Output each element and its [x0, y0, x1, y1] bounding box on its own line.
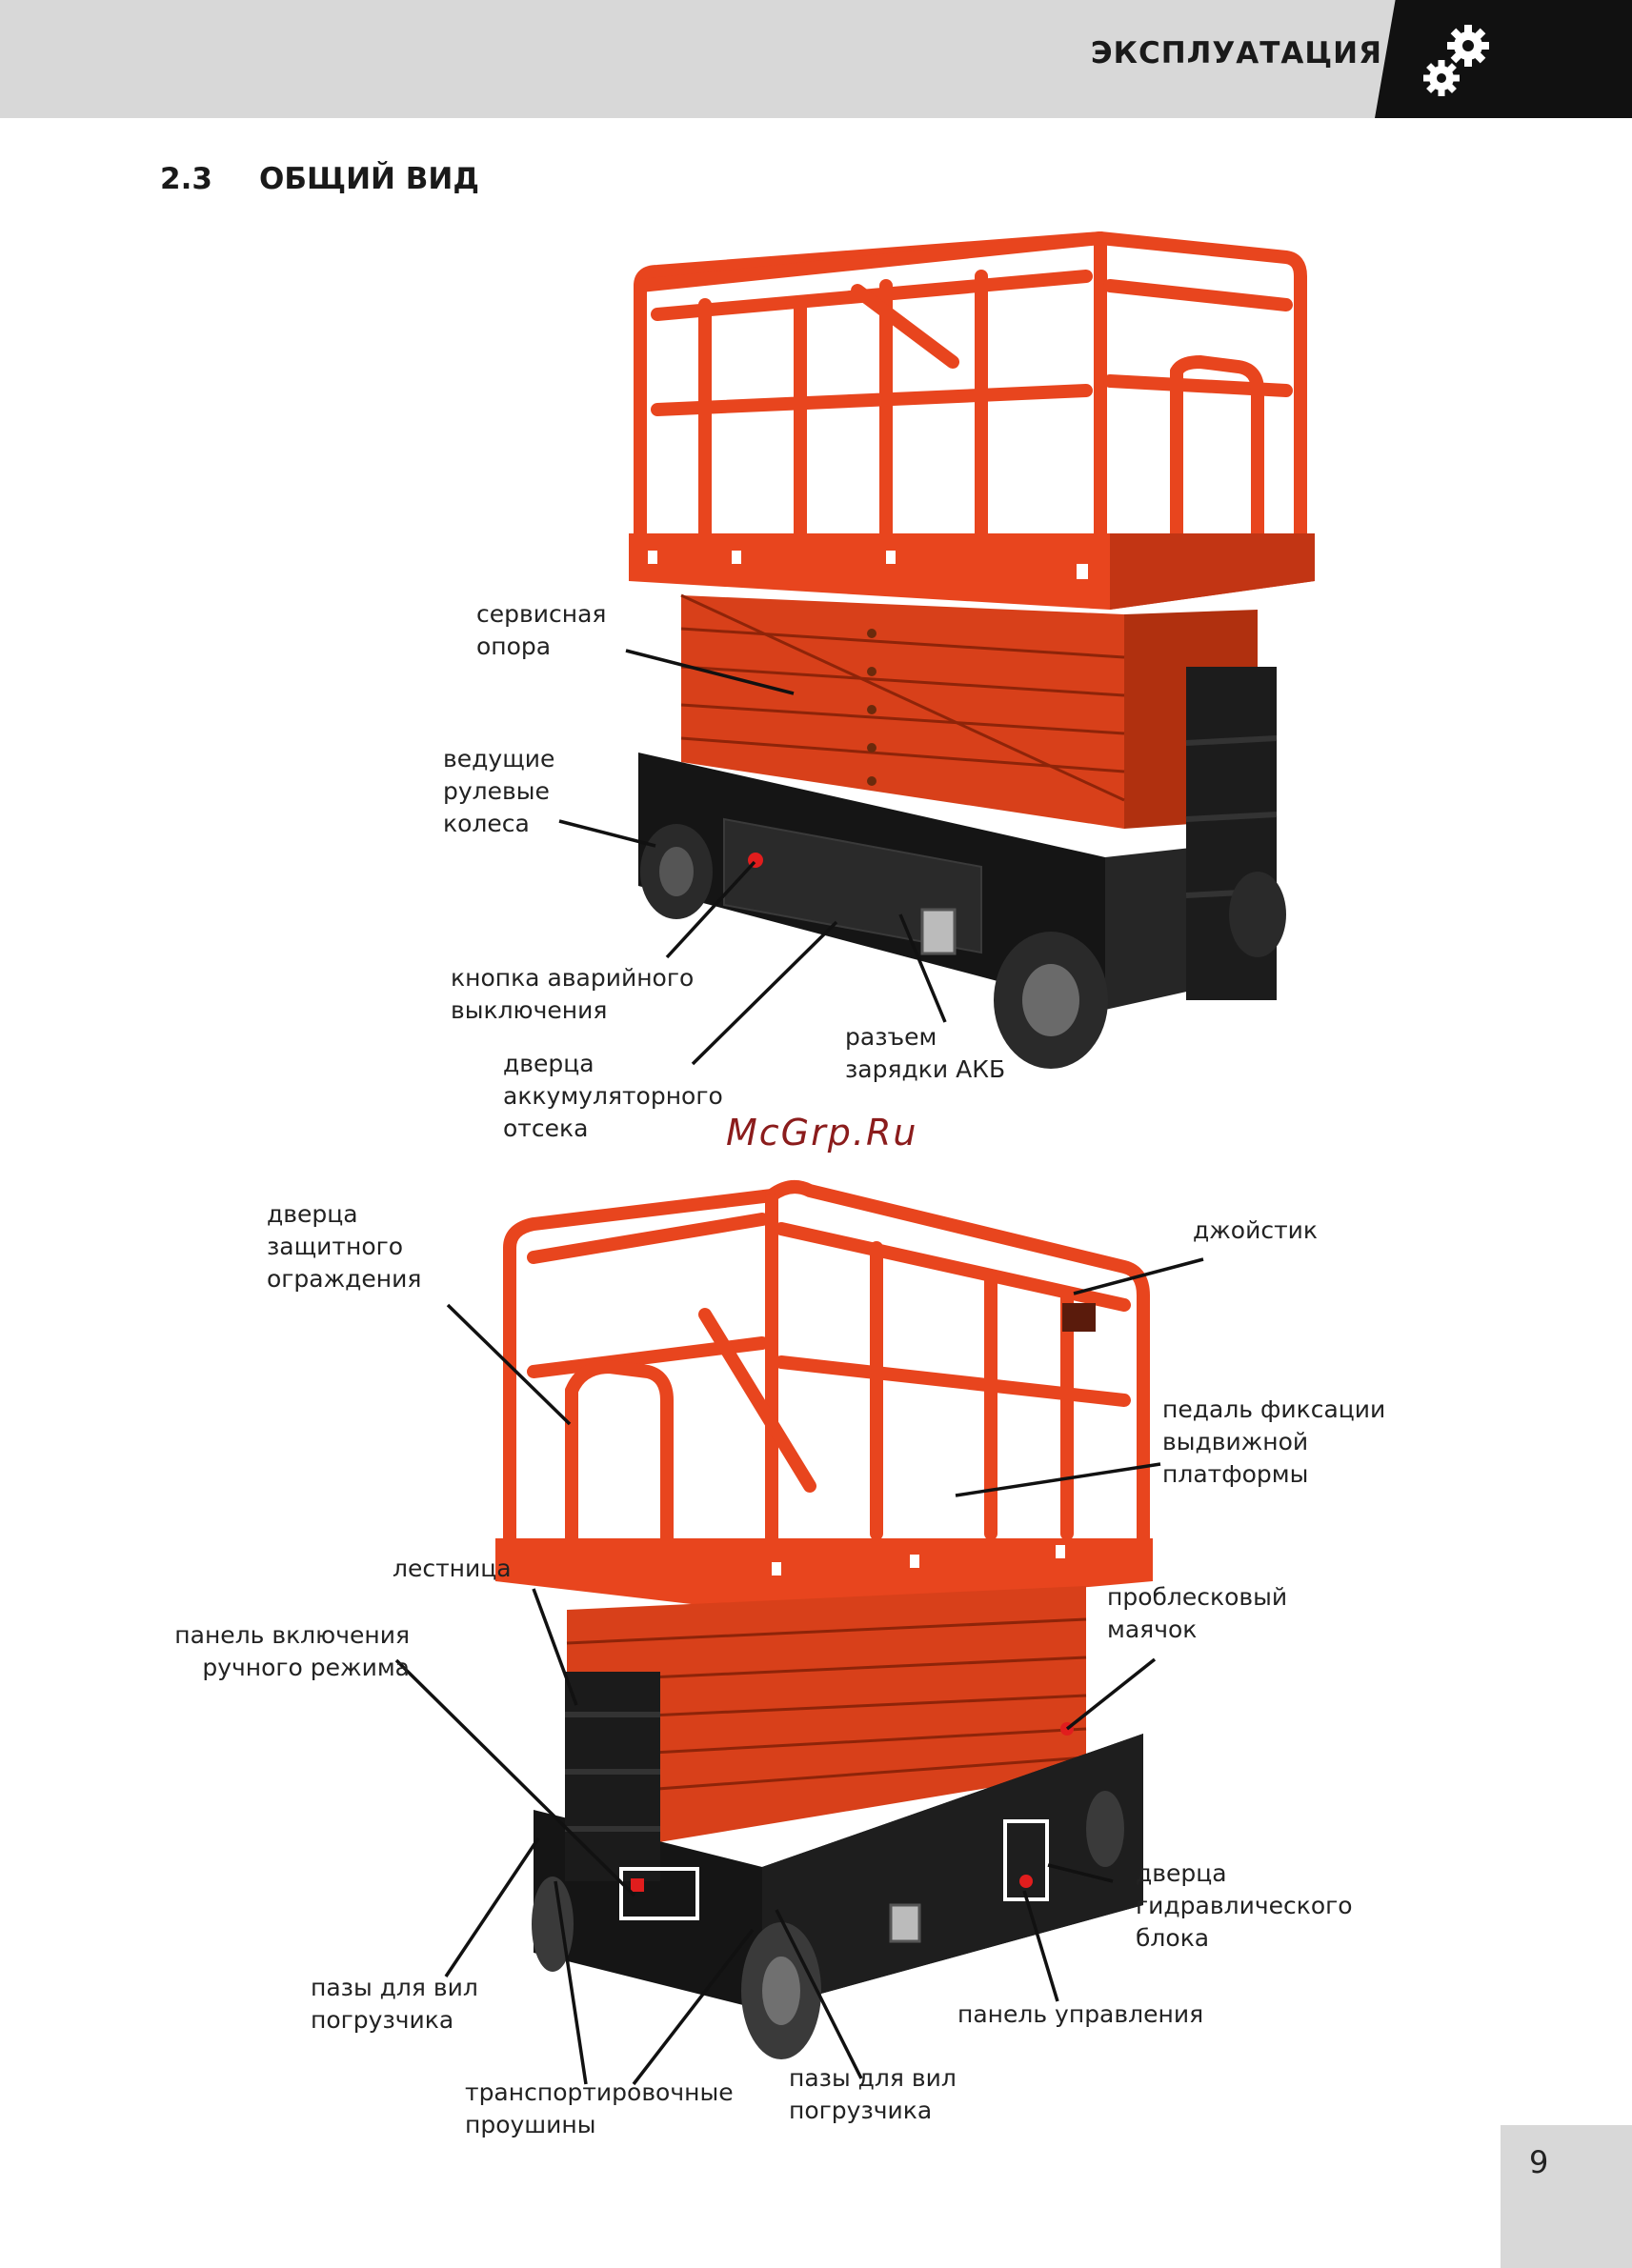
- label-beacon: проблесковый маячок: [1107, 1583, 1288, 1643]
- left-wheel: [532, 1877, 574, 1972]
- section-title: ЭКСПЛУАТАЦИЯ: [1090, 36, 1382, 70]
- header-accent: [1375, 0, 1632, 118]
- header-bar: [0, 0, 1632, 118]
- label-charge-connector: разъем зарядки АКБ: [845, 1023, 1006, 1083]
- scissor-stack: [681, 595, 1124, 829]
- label-hydraulic-door: дверца гидравлического блока: [1136, 1859, 1353, 1952]
- label-transport-eyes: транспортировочные проушины: [465, 2078, 734, 2138]
- label-ladder: лестница: [393, 1555, 512, 1582]
- scissor-lift-top-photo: [629, 231, 1315, 1069]
- page-number: 9: [1529, 2144, 1549, 2180]
- label-emergency-button: кнопка аварийного выключения: [451, 964, 695, 1024]
- label-battery-door: дверца аккумуляторного отсека: [503, 1050, 723, 1142]
- label-manual-panel: панель включения ручного режима: [174, 1621, 410, 1681]
- scissor-stack-rear: [567, 1586, 1086, 1857]
- gears-icon: [1423, 25, 1489, 96]
- label-forklift-slots-left: пазы для вил погрузчика: [311, 1974, 478, 2034]
- watermark: McGrp.Ru: [726, 1112, 918, 1154]
- label-control-panel: панель управления: [957, 2000, 1204, 2028]
- label-joystick: джойстик: [1193, 1216, 1319, 1244]
- label-drive-wheels: ведущие рулевые колеса: [443, 745, 555, 837]
- label-forklift-slots-right: пазы для вил погрузчика: [789, 2064, 957, 2124]
- label-service-support: сервисная опора: [476, 600, 607, 660]
- label-guard-door: дверца защитного ограждения: [267, 1200, 422, 1293]
- label-platform-pedal: педаль фиксации выдвижной платформы: [1162, 1395, 1386, 1488]
- section-heading: ОБЩИЙ ВИД: [259, 162, 479, 196]
- section-number: 2.3: [160, 162, 212, 196]
- page-number-box: 9: [1501, 2125, 1632, 2268]
